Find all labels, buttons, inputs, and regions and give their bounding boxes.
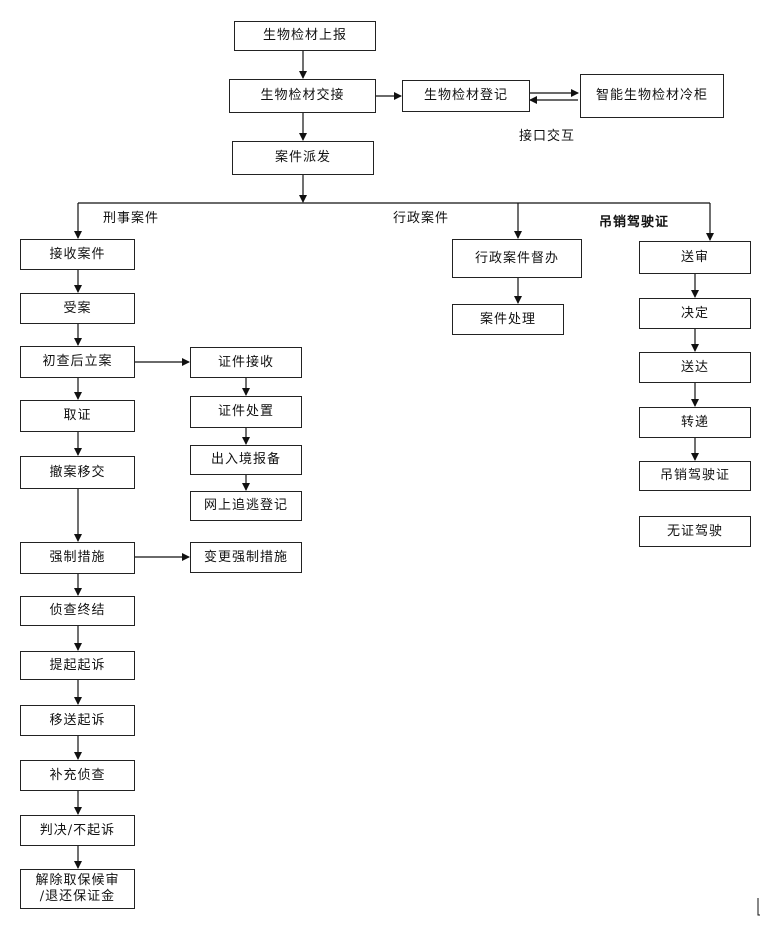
box-cert-receive: 证件接收 bbox=[190, 347, 302, 378]
box-online-fugitive: 网上追逃登记 bbox=[190, 491, 302, 521]
box-prosecute: 提起起诉 bbox=[20, 651, 135, 680]
box-exit-entry: 出入境报备 bbox=[190, 445, 302, 475]
box-unlicensed: 无证驾驶 bbox=[639, 516, 751, 547]
box-accept-case: 受案 bbox=[20, 293, 135, 324]
box-release: 解除取保候审 /退还保证金 bbox=[20, 869, 135, 909]
box-deliver: 送达 bbox=[639, 352, 751, 383]
box-decide: 决定 bbox=[639, 298, 751, 329]
box-evidence: 取证 bbox=[20, 400, 135, 432]
box-handover: 生物检材交接 bbox=[229, 79, 376, 113]
label-admin: 行政案件 bbox=[393, 211, 450, 226]
box-transfer-prosecute: 移送起诉 bbox=[20, 705, 135, 736]
box-revoke-license: 吊销驾驶证 bbox=[639, 461, 751, 491]
box-admin-supervise: 行政案件督办 bbox=[452, 239, 582, 278]
box-register: 生物检材登记 bbox=[402, 80, 530, 112]
box-receive-case: 接收案件 bbox=[20, 239, 135, 270]
box-submit-review: 送审 bbox=[639, 241, 751, 274]
box-conclude: 侦查终结 bbox=[20, 596, 135, 626]
label-criminal: 刑事案件 bbox=[103, 211, 160, 226]
box-dispatch: 案件派发 bbox=[232, 141, 374, 175]
box-change-coercive: 变更强制措施 bbox=[190, 542, 302, 573]
box-freezer: 智能生物检材冷柜 bbox=[580, 74, 724, 118]
box-forward: 转递 bbox=[639, 407, 751, 438]
box-cert-handle: 证件处置 bbox=[190, 396, 302, 428]
box-supplement: 补充侦查 bbox=[20, 760, 135, 791]
box-file-case: 初查后立案 bbox=[20, 346, 135, 378]
corner-mark bbox=[757, 898, 760, 916]
label-revoke: 吊销驾驶证 bbox=[599, 215, 670, 230]
box-report: 生物检材上报 bbox=[234, 21, 376, 51]
box-judgment: 判决/不起诉 bbox=[20, 815, 135, 846]
label-interface: 接口交互 bbox=[519, 129, 576, 144]
box-admin-process: 案件处理 bbox=[452, 304, 564, 335]
box-withdraw: 撤案移交 bbox=[20, 456, 135, 489]
box-coercive: 强制措施 bbox=[20, 542, 135, 574]
